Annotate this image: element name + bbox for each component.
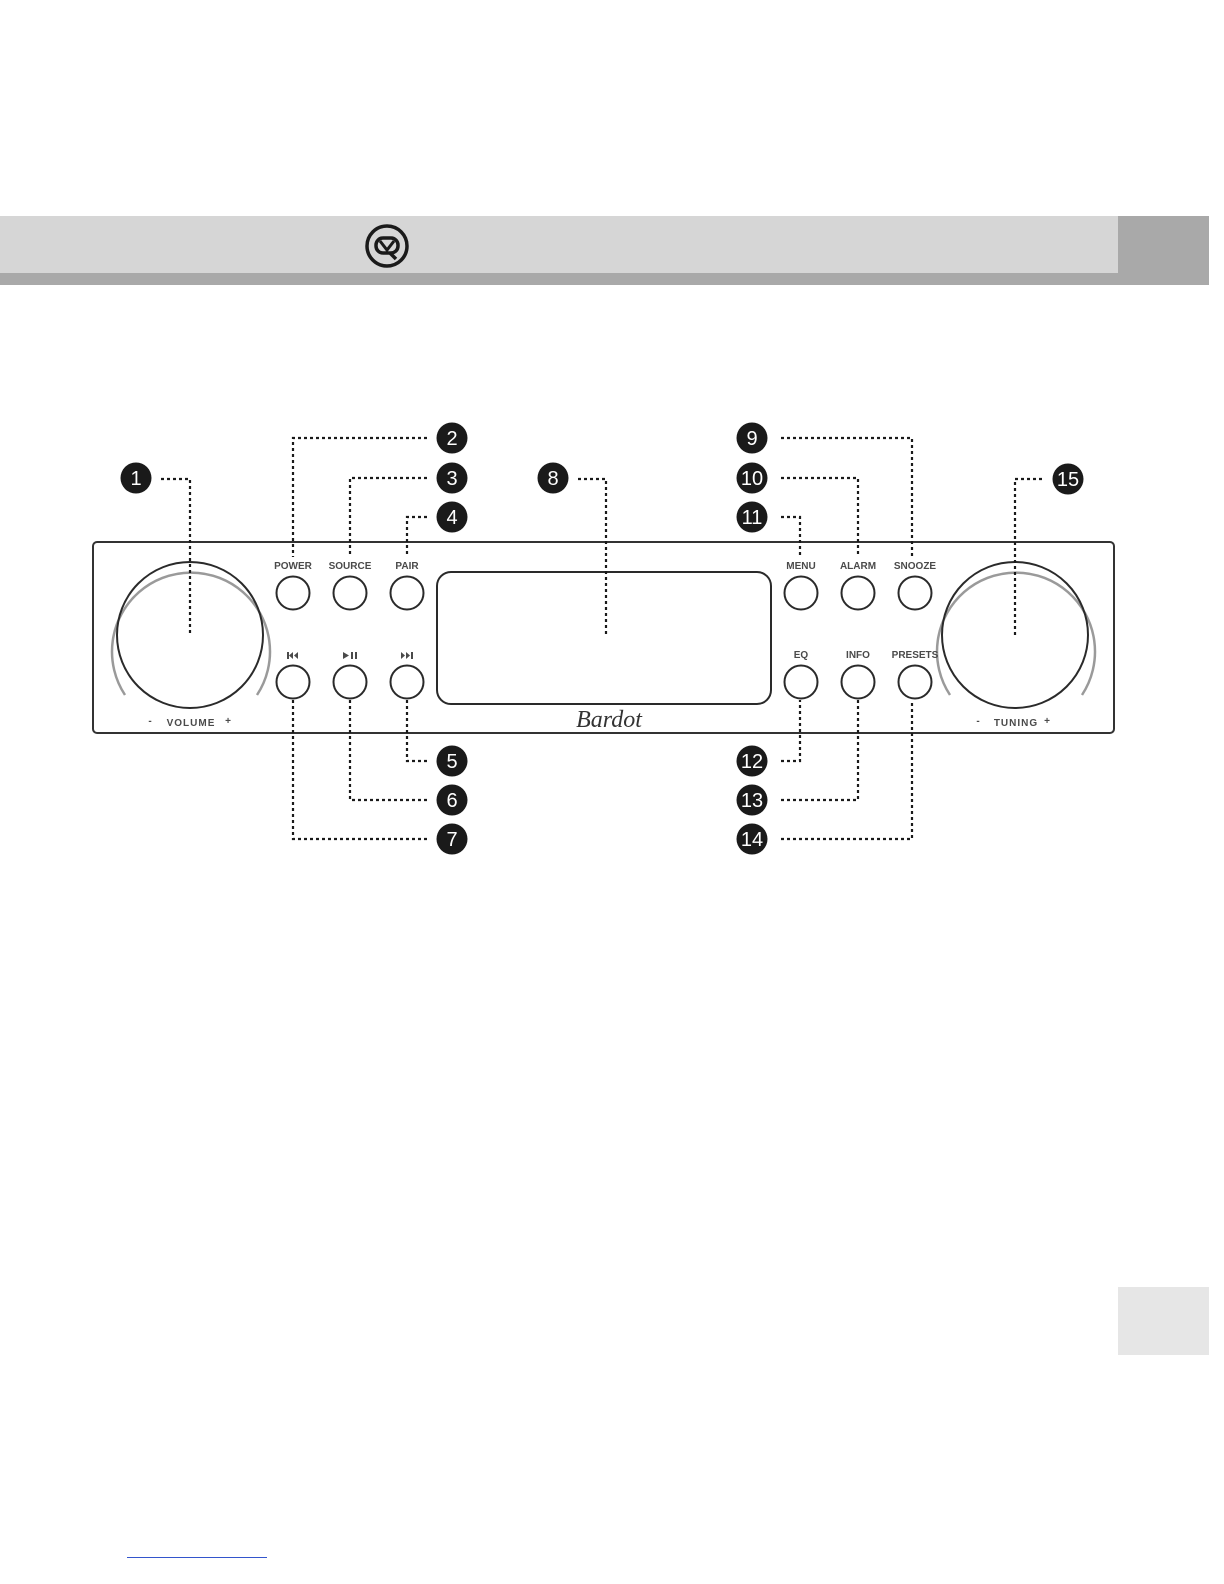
svg-text:14: 14 [741,829,763,851]
pair-label: PAIR [395,561,419,572]
leader-13 [781,700,858,800]
volume-plus: + [225,716,231,727]
svg-text:1: 1 [130,468,141,490]
callout-12: 12 [737,746,768,777]
svg-text:11: 11 [742,507,763,529]
svg-text:5: 5 [446,751,457,773]
callout-11: 11 [737,502,768,533]
eq-label: EQ [794,650,809,661]
eq-button[interactable] [785,666,818,699]
pair-button[interactable] [391,577,424,610]
source-button[interactable] [334,577,367,610]
snooze-button[interactable] [899,577,932,610]
alarm-button[interactable] [842,577,875,610]
svg-text:8: 8 [547,468,558,490]
leader-12 [781,700,800,761]
callout-13: 13 [737,785,768,816]
snooze-label: SNOOZE [894,561,937,572]
svg-text:6: 6 [446,790,457,812]
leader-1 [161,479,190,635]
play-pause-button[interactable] [334,666,367,699]
leader-15 [1015,479,1042,635]
svg-text:9: 9 [746,428,757,450]
svg-text:13: 13 [741,790,763,812]
callout-8: 8 [538,463,569,494]
svg-text:2: 2 [446,428,457,450]
previous-track-button[interactable] [277,666,310,699]
svg-text:7: 7 [446,829,457,851]
leader-11 [781,517,800,557]
svg-text:12: 12 [741,751,763,773]
menu-button[interactable] [785,577,818,610]
leader-8 [578,479,606,635]
leader-14 [781,700,912,839]
svg-text:3: 3 [446,468,457,490]
callout-14: 14 [737,824,768,855]
leader-5 [407,700,427,761]
callout-4: 4 [437,502,468,533]
leader-3 [350,478,427,557]
play-pause-icon [343,652,357,659]
next-track-button[interactable] [391,666,424,699]
leader-6 [350,700,427,800]
menu-label: MENU [786,561,815,572]
callout-9: 9 [737,423,768,454]
presets-button[interactable] [899,666,932,699]
volume-label: VOLUME [167,718,216,729]
svg-text:4: 4 [446,507,457,529]
next-track-icon [401,652,413,659]
callout-2: 2 [437,423,468,454]
svg-text:10: 10 [741,468,763,490]
tuning-plus: + [1044,716,1050,727]
power-label: POWER [274,561,313,572]
footer-rule [127,1557,267,1558]
svg-text:15: 15 [1057,469,1079,491]
leader-10 [781,478,858,557]
info-label: INFO [846,650,870,661]
callout-7: 7 [437,824,468,855]
leader-9 [781,438,912,557]
info-button[interactable] [842,666,875,699]
callout-15: 15 [1053,464,1084,495]
callout-1: 1 [121,463,152,494]
brand-script: Bardot [576,707,643,733]
callout-6: 6 [437,785,468,816]
alarm-label: ALARM [840,561,876,572]
power-button[interactable] [277,577,310,610]
callout-10: 10 [737,463,768,494]
callout-3: 3 [437,463,468,494]
tuning-label: TUNING [994,718,1038,729]
tuning-minus: - [976,716,979,727]
display-screen [437,572,771,704]
previous-track-icon [287,652,298,659]
leader-4 [407,517,427,557]
side-tab [1118,1287,1209,1355]
presets-label: PRESETS [892,650,939,661]
callout-5: 5 [437,746,468,777]
volume-minus: - [148,716,151,727]
source-label: SOURCE [329,561,372,572]
